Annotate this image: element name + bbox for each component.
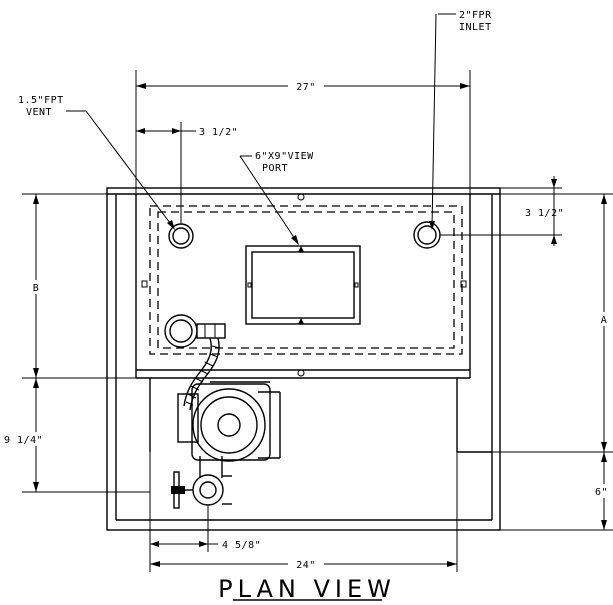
view-port xyxy=(245,245,361,325)
bolt-holes xyxy=(141,193,467,377)
inlet-label-line2: INLET xyxy=(459,22,492,33)
vent-label-line2: VENT xyxy=(26,107,52,118)
dim-inlet-offset: 3 1/2" xyxy=(440,176,564,246)
left-lower-label: 9 1/4" xyxy=(4,435,43,446)
vent-offset-label: 3 1/2" xyxy=(199,127,238,138)
dim-top-width: 27" xyxy=(135,70,471,194)
dim-left-b: B xyxy=(22,193,136,379)
bottom-width-label: 24" xyxy=(296,560,316,571)
blower-assembly xyxy=(177,381,281,478)
dim-right-lower: 6" xyxy=(500,452,613,531)
dim-right-a: A xyxy=(492,193,613,453)
dim-valve-offset: 4 5/8" xyxy=(149,452,261,572)
inlet-label-line1: 2"FPR xyxy=(459,10,492,21)
vent-label-line1: 1.5"FPT xyxy=(18,95,64,106)
plan-view-title: PLAN VIEW xyxy=(218,575,396,603)
dashed-gasket xyxy=(149,205,463,355)
valve-offset-label: 4 5/8" xyxy=(222,540,261,551)
callout-vent: 1.5"FPT VENT xyxy=(18,95,175,230)
port-label-line1: 6"X9"VIEW xyxy=(255,151,314,162)
dim-left-lower: 9 1/4" xyxy=(2,378,150,493)
drawing-title: PLAN VIEW xyxy=(218,575,396,603)
right-a-label: A xyxy=(601,315,608,326)
top-width-label: 27" xyxy=(296,82,316,93)
port-label-line2: PORT xyxy=(262,163,288,174)
dim-bottom-width: 24" xyxy=(150,452,458,572)
inlet-connection xyxy=(413,221,441,249)
callout-view-port: 6"X9"VIEW PORT xyxy=(239,151,314,245)
inlet-offset-label: 3 1/2" xyxy=(525,208,564,219)
inner-chamber xyxy=(135,194,492,453)
gauge-assembly xyxy=(164,314,226,411)
dim-vent-offset: 3 1/2" xyxy=(136,122,238,224)
right-lower-label: 6" xyxy=(595,487,608,498)
outer-body xyxy=(106,187,501,531)
callout-inlet: 2"FPR INLET xyxy=(429,10,492,230)
gas-valve xyxy=(171,471,232,509)
left-b-label: B xyxy=(33,283,40,294)
